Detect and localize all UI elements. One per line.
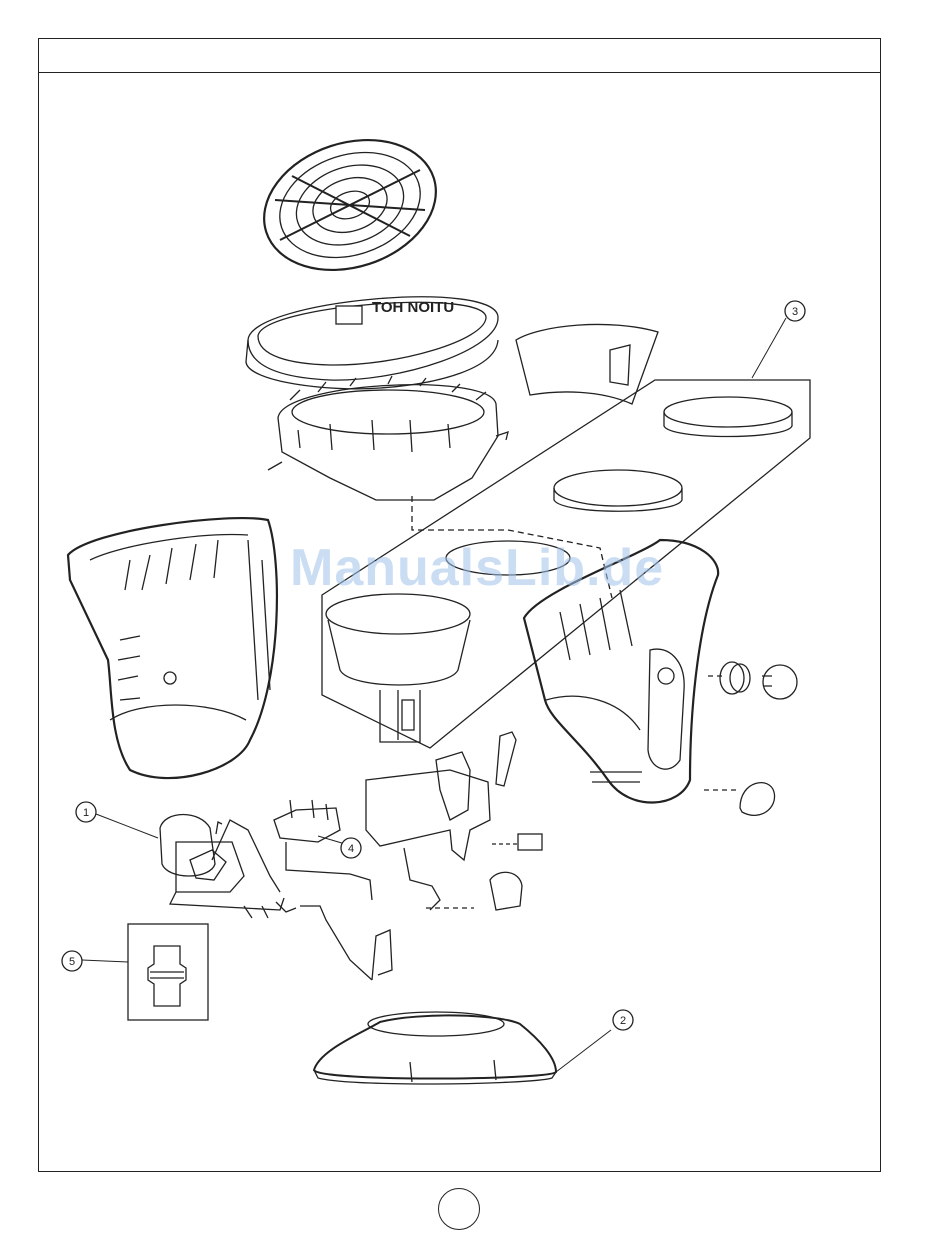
control-knob-assembly xyxy=(704,662,797,815)
svg-text:4: 4 xyxy=(348,843,354,855)
svg-text:3: 3 xyxy=(792,306,798,318)
burner-cup xyxy=(326,594,470,742)
callout-2: 2 xyxy=(613,1010,633,1030)
callout-5: 5 xyxy=(62,951,82,971)
callout-3: 3 xyxy=(785,301,805,321)
callout-1: 1 xyxy=(76,802,96,822)
ignitor-thermocouple xyxy=(274,800,392,980)
piezo-switch xyxy=(490,834,542,910)
grill-guard xyxy=(247,119,453,291)
lid-ring: TOH NOITU xyxy=(246,297,498,389)
left-column-half xyxy=(68,518,277,778)
callout-4: 4 xyxy=(341,838,361,858)
lid-warning-text: TOH NOITU xyxy=(372,299,454,316)
svg-text:1: 1 xyxy=(83,807,89,819)
gas-valve-assembly xyxy=(160,815,296,919)
mounting-bracket xyxy=(366,732,516,910)
page-number-badge xyxy=(438,1188,480,1230)
base xyxy=(314,1012,556,1084)
svg-text:2: 2 xyxy=(620,1015,626,1027)
watermark: ManualsLib.de xyxy=(290,538,664,598)
svg-text:5: 5 xyxy=(69,956,75,968)
burner-housing xyxy=(268,376,508,500)
part-5-inset xyxy=(128,924,208,1020)
